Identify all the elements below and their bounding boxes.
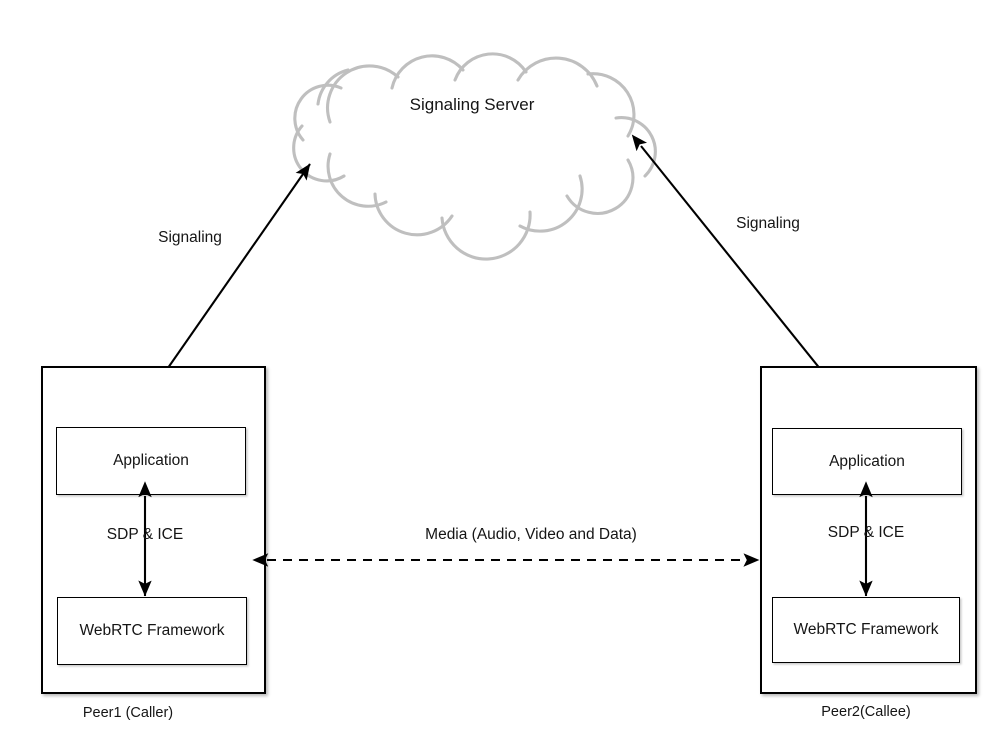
peer1-sdp-ice-label: SDP & ICE [106, 526, 184, 543]
peer1-application-label: Application [113, 452, 189, 469]
peer2-webrtc-framework-box [772, 597, 960, 663]
peer2-sdp-ice-label: SDP & ICE [827, 524, 905, 541]
peer2-webrtc-framework-label: WebRTC Framework [793, 621, 939, 638]
media-link-label: Media (Audio, Video and Data) [425, 526, 637, 543]
signaling-label-right: Signaling [736, 215, 800, 232]
peer1-caption: Peer1 (Caller) [82, 705, 174, 721]
peer2-application-label: Application [829, 453, 905, 470]
peer1-webrtc-framework-box [57, 597, 247, 665]
peer2-caption: Peer2(Callee) [821, 704, 911, 720]
signaling-label-left: Signaling [158, 229, 222, 246]
signaling-server-label: Signaling Server [409, 95, 535, 114]
peer1-webrtc-framework-label: WebRTC Framework [79, 622, 225, 639]
